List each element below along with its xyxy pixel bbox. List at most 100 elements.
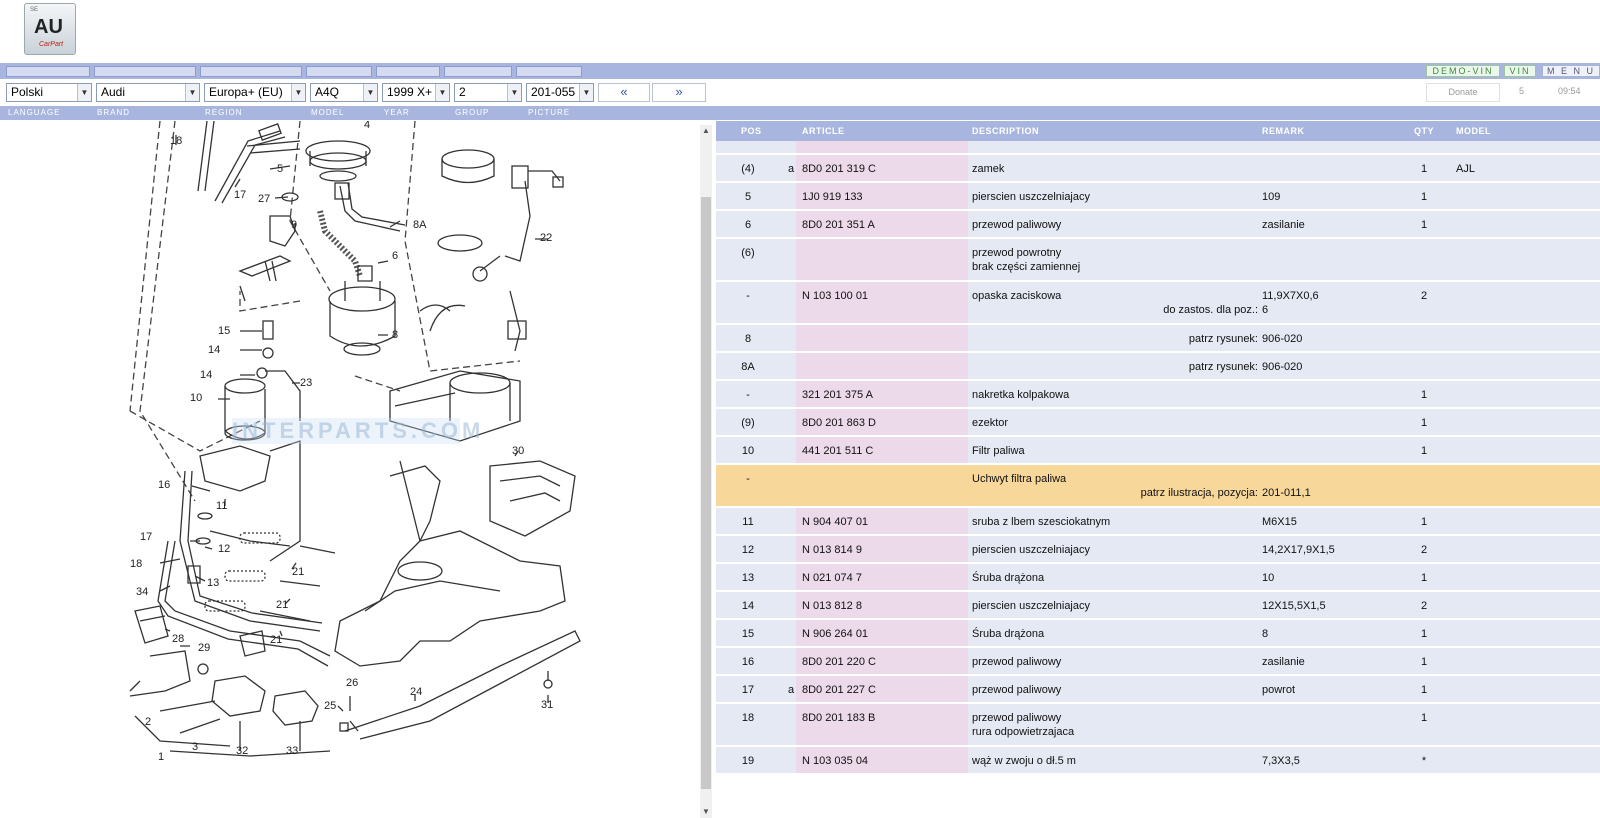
callout-label[interactable]: 10	[190, 392, 203, 404]
callout-label[interactable]: 4	[364, 121, 371, 131]
picture-select[interactable]: 201-055 ▼	[526, 83, 594, 102]
cell-article[interactable]: 8D0 201 220 C	[802, 656, 876, 668]
cell-article[interactable]: N 103 035 04	[802, 755, 869, 767]
cell-article[interactable]: 8D0 201 227 C	[802, 684, 876, 696]
toolbar-slot-group[interactable]	[444, 66, 512, 77]
callout-label[interactable]: 33	[286, 745, 299, 757]
callout-label[interactable]: 26	[346, 677, 359, 689]
callout-label[interactable]: 30	[512, 445, 525, 457]
callout-label[interactable]: 31	[541, 699, 554, 711]
toolbar-slot-model[interactable]	[306, 66, 372, 77]
callout-label[interactable]: 1	[158, 751, 165, 763]
cell-reference-link[interactable]: 906-020	[1262, 333, 1303, 345]
cell-article[interactable]: 8D0 201 863 D	[802, 417, 876, 429]
callout-label[interactable]: 21	[270, 634, 283, 646]
callout-label[interactable]: 29	[198, 642, 211, 654]
toolbar-slot-language[interactable]	[6, 66, 90, 77]
toolbar-slot-region[interactable]	[200, 66, 302, 77]
callout-label[interactable]: 11	[216, 500, 228, 512]
next-picture-button[interactable]: »	[652, 83, 706, 102]
cell-article[interactable]: N 904 407 01	[802, 516, 869, 528]
callout-label[interactable]: 27	[258, 193, 271, 205]
scroll-up-icon[interactable]: ▲	[702, 126, 710, 135]
diagram-scrollbar[interactable]: ▲ ▼	[700, 125, 712, 818]
cell-article[interactable]: 8D0 201 183 B	[802, 712, 876, 724]
callout-label[interactable]: 5	[277, 163, 284, 175]
callout-label[interactable]: 24	[410, 686, 423, 698]
callout-label[interactable]: 17	[234, 189, 247, 201]
cell-article[interactable]: 321 201 375 A	[802, 389, 873, 401]
brand-select[interactable]: Audi ▼	[96, 83, 200, 102]
vin-button[interactable]: VIN	[1504, 65, 1536, 77]
menu-button[interactable]: M E N U	[1542, 65, 1600, 77]
toolbar-slot-picture[interactable]	[516, 66, 582, 77]
callout-label[interactable]: 2	[145, 716, 152, 728]
prev-picture-button[interactable]: «	[598, 83, 650, 102]
toolbar-slot-year[interactable]	[376, 66, 440, 77]
callout-label[interactable]: 22	[540, 232, 553, 244]
year-select[interactable]: 1999 X+ ▼	[382, 83, 450, 102]
callout-label[interactable]: 15	[218, 325, 231, 337]
callout-label[interactable]: 32	[236, 745, 249, 757]
cell-article[interactable]: 8D0 201 351 A	[802, 219, 875, 231]
cell-reference-link[interactable]: 201-011,1	[1262, 487, 1311, 499]
cell-reference-link[interactable]: 6	[1262, 304, 1269, 316]
callout-label[interactable]: 6	[392, 250, 399, 262]
scroll-down-icon[interactable]: ▼	[702, 807, 710, 816]
model-select[interactable]: A4Q ▼	[310, 83, 378, 102]
cell-article[interactable]: 8D0 201 319 C	[802, 163, 876, 175]
callout-label[interactable]: 21	[276, 599, 289, 611]
callout-label[interactable]: 12	[218, 543, 231, 555]
callout-label[interactable]: 28	[172, 633, 185, 645]
group-select[interactable]: 2 ▼	[454, 83, 522, 102]
app-logo[interactable]: SE AU CarPart	[24, 3, 76, 55]
callout-label[interactable]: 17	[140, 531, 153, 543]
callout-label[interactable]: 34	[136, 586, 149, 598]
demo-vin-button[interactable]: DEMO-VIN	[1426, 65, 1500, 77]
cell-article[interactable]: N 013 814 9	[802, 544, 862, 556]
callout-label[interactable]: 16	[158, 479, 171, 491]
cell-article[interactable]: 441 201 511 C	[802, 445, 874, 457]
cell-article[interactable]: 1J0 919 133	[802, 191, 863, 203]
region-select[interactable]: Europa+ (EU) ▼	[204, 83, 306, 102]
language-select[interactable]: Polski ▼	[6, 83, 92, 102]
callout-label[interactable]: 8A	[413, 219, 427, 231]
cell-article[interactable]: N 103 100 01	[802, 290, 869, 302]
callout-label[interactable]: 23	[300, 377, 313, 389]
callout-label[interactable]: 14	[208, 344, 221, 356]
cell-article[interactable]: N 013 812 8	[802, 600, 862, 612]
callout-label[interactable]: 21	[292, 566, 305, 578]
callout-label[interactable]: 8	[392, 329, 399, 341]
callout-label[interactable]: 25	[324, 700, 337, 712]
callout-label[interactable]: 13	[207, 577, 220, 589]
cell-reference-link[interactable]: 906-020	[1262, 361, 1303, 373]
toolbar-slot-brand[interactable]	[94, 66, 196, 77]
cell-article[interactable]: N 906 264 01	[802, 628, 869, 640]
cell-article[interactable]: N 021 074 7	[802, 572, 862, 584]
callout-label[interactable]: 3	[192, 741, 199, 753]
callout-label[interactable]: 18	[170, 135, 183, 147]
donate-button[interactable]: Donate	[1426, 83, 1500, 102]
scrollbar-thumb[interactable]	[701, 197, 711, 789]
